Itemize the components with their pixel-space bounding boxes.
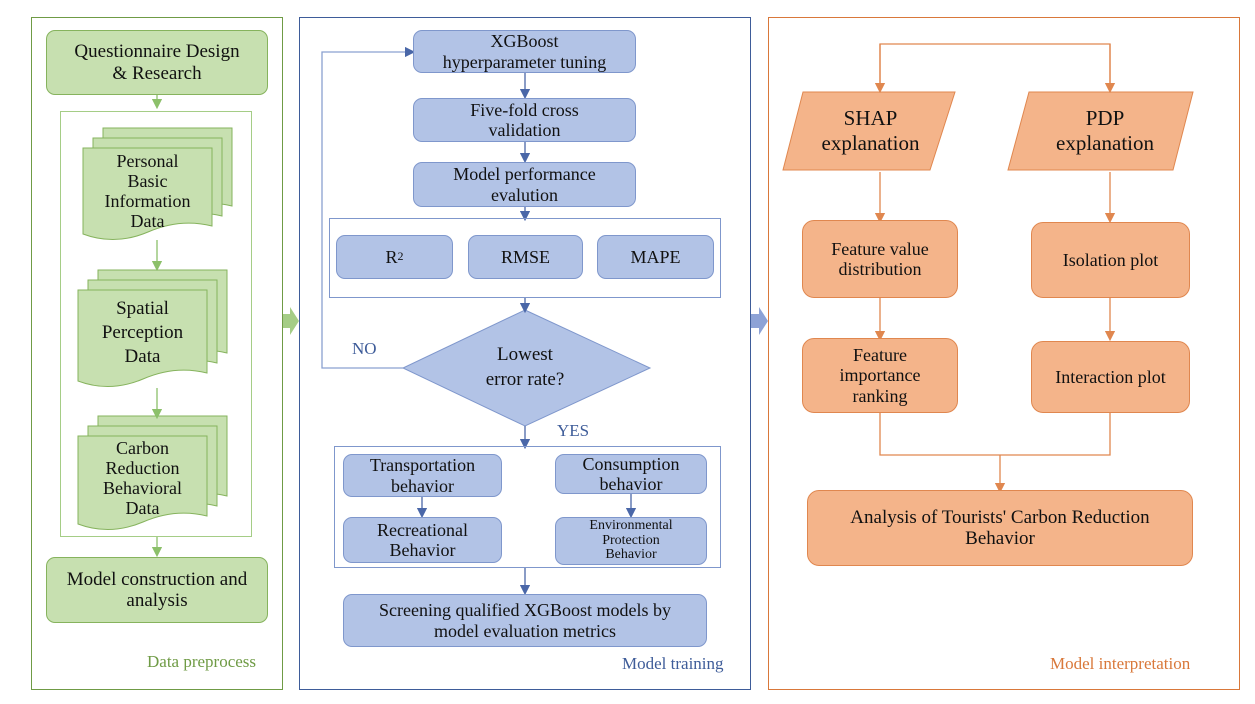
cross-validation-box: Five-fold cross validation: [413, 98, 636, 142]
questionnaire-design-box: Questionnaire Design & Research: [46, 30, 268, 95]
xgboost-tuning-box: XGBoost hyperparameter tuning: [413, 30, 636, 73]
isolation-plot-box: Isolation plot: [1031, 222, 1190, 298]
no-loop-line: [321, 46, 416, 369]
data-group-frame: [60, 111, 252, 537]
model-performance-box: Model performance evalution: [413, 162, 636, 207]
feature-value-distribution-box: Feature value distribution: [802, 220, 958, 298]
panel-data-preprocess: [31, 17, 283, 690]
interaction-plot-box: Interaction plot: [1031, 341, 1190, 413]
model-construction-box: Model construction and analysis: [46, 557, 268, 623]
screening-models-box: Screening qualified XGBoost models by mo…: [343, 594, 707, 647]
doc-stack-carbon: [77, 415, 228, 531]
panel-label-model-training: Model training: [622, 654, 724, 673]
doc-stack-spatial: [77, 269, 228, 388]
recreational-behavior-box: Recreational Behavior: [343, 517, 502, 563]
panel-label-model-interpretation: Model interpretation: [1050, 654, 1191, 673]
arrow-to-training: [282, 307, 299, 335]
pdp-explanation: PDP explanation: [1056, 105, 1154, 155]
no-label: NO: [352, 339, 377, 358]
feature-importance-ranking-box: Feature importance ranking: [802, 338, 958, 413]
panel-model-training: [299, 17, 751, 690]
shap-parallelogram: [782, 91, 956, 171]
pdp-parallelogram: [1007, 91, 1194, 171]
metric-r2-label: R: [385, 246, 398, 267]
doc-carbon-reduction: Carbon Reduction Behavioral Data: [103, 438, 182, 519]
panel-model-interpretation: [768, 17, 1240, 690]
arrow-to-interpretation: [751, 307, 768, 335]
metric-rmse-box: RMSE: [468, 235, 583, 279]
doc-stack-personal: [82, 127, 233, 241]
decision-lowest-error: Lowest error rate?: [485, 344, 565, 390]
metric-r2-superscript: 2: [397, 249, 404, 264]
yes-label: YES: [557, 421, 590, 440]
behavior-group-frame: [334, 446, 721, 568]
analysis-carbon-reduction-box: Analysis of Tourists' Carbon Reduction B…: [807, 490, 1193, 566]
shap-explanation: SHAP explanation: [821, 105, 920, 155]
metric-mape-box: MAPE: [597, 235, 714, 279]
consumption-behavior-box: Consumption behavior: [555, 454, 707, 494]
transportation-behavior-box: Transportation behavior: [343, 454, 502, 497]
doc-spatial-perception: Spatial Perception Data: [101, 298, 184, 367]
doc-personal-basic-info: Personal Basic Information Data: [104, 151, 191, 232]
metrics-group-frame: [329, 218, 721, 298]
environmental-protection-box: Environmental Protection Behavior: [555, 517, 707, 565]
panel-label-data-preprocess: Data preprocess: [147, 652, 257, 671]
